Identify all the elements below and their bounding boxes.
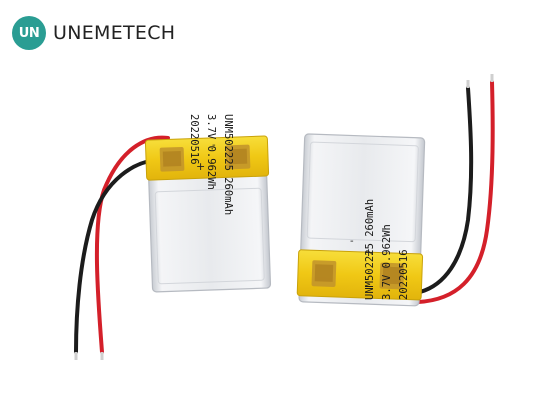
black-wire-right <box>418 86 474 294</box>
battery-right-minus: - <box>350 236 354 247</box>
battery-left <box>74 135 272 360</box>
brand-logo: UN UNEMETECH <box>12 15 175 51</box>
battery-right-spec: 3.7V 0.962Wh <box>381 224 393 300</box>
battery-right-plus: + <box>364 246 374 259</box>
battery-right <box>296 74 495 307</box>
battery-left-label: UNM502225 260mAh 3.7V 0.962Wh 20220516 <box>185 114 236 314</box>
battery-left-model: UNM502225 260mAh <box>222 114 234 216</box>
red-wire-right <box>416 80 495 304</box>
battery-left-plus: + <box>196 160 206 173</box>
battery-left-spec: 3.7V 0.962Wh <box>205 114 217 190</box>
battery-right-label: UNM502225 260mAh 3.7V 0.962Wh 20220516 <box>362 100 413 300</box>
battery-right-date: 20220516 <box>398 249 410 300</box>
brand-name: UNEMETECH <box>53 22 176 44</box>
battery-left-date: 20220516 <box>188 114 200 165</box>
battery-right-model: UNM502225 260mAh <box>364 198 376 300</box>
brand-badge-icon: UN <box>12 16 46 50</box>
black-wire-left <box>74 158 162 354</box>
battery-left-minus: - <box>212 140 216 151</box>
